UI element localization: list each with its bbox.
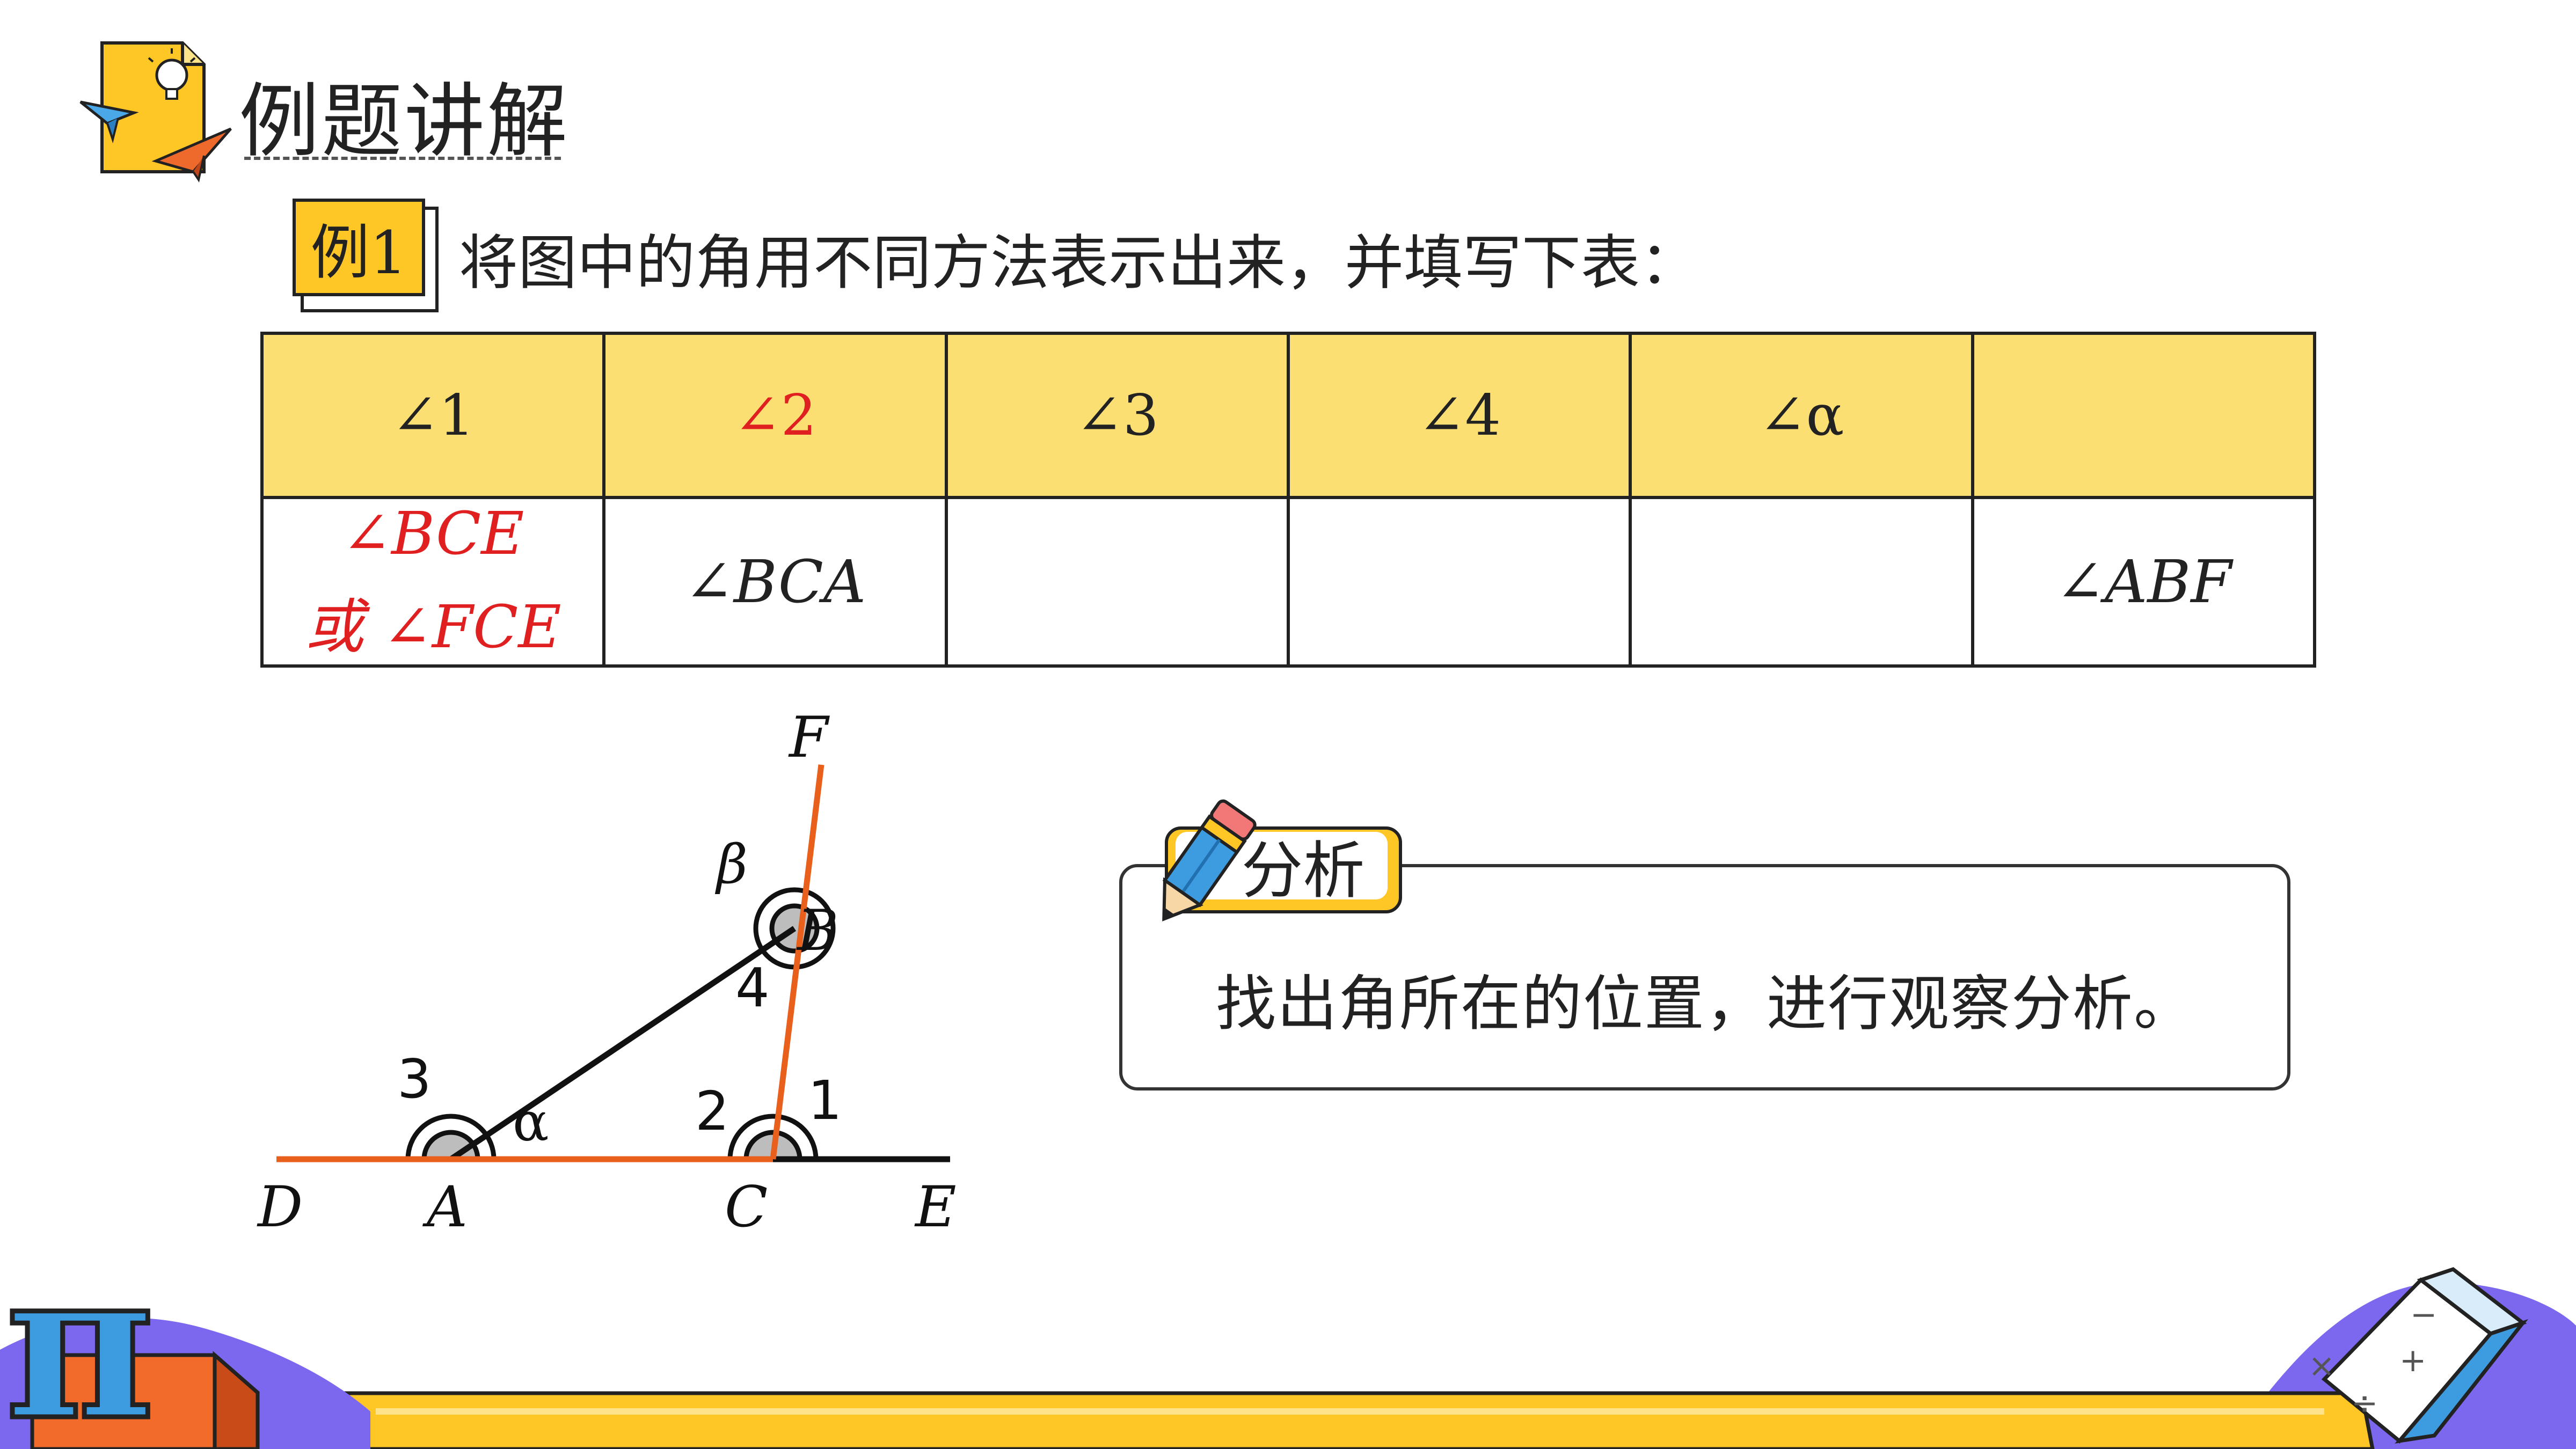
angle-arc-3 <box>405 1114 497 1160</box>
table-cell: ∠ABF <box>1971 496 2317 668</box>
page-title: 例题讲解 <box>239 75 570 169</box>
table-header-cell: ∠2 <box>602 332 948 499</box>
book-icon: − + × ÷ <box>2308 1267 2528 1444</box>
table-header-cell: ∠α <box>1629 332 1974 499</box>
pencil-icon <box>1162 799 1257 921</box>
table-header-row: ∠1 ∠2 ∠3 ∠4 ∠α <box>260 332 2317 499</box>
table-cell <box>1629 496 1974 668</box>
angle-label-alpha: α <box>513 1091 549 1153</box>
table-header-cell: ∠4 <box>1286 332 1632 499</box>
pi-symbol: π <box>5 1234 155 1449</box>
example-tag: 例1 <box>293 199 425 296</box>
point-label-d: D <box>257 1174 303 1240</box>
table-cell <box>944 496 1290 668</box>
point-label-b: B <box>796 898 838 963</box>
angle-label-beta: β <box>714 833 748 896</box>
point-label-a: A <box>422 1174 468 1240</box>
angle-arc-1 <box>727 1114 819 1160</box>
table-cell: ∠BCE 或 ∠FCE <box>260 496 606 668</box>
book-symbol: + <box>2399 1342 2426 1379</box>
book-symbol: ÷ <box>2351 1385 2378 1422</box>
angle-label-1: 1 <box>808 1069 842 1132</box>
angle-label-4: 4 <box>735 956 770 1019</box>
book-symbol: − <box>2410 1296 2437 1334</box>
line-cf-orange <box>770 764 824 1160</box>
table-header-cell <box>1971 332 2317 499</box>
table-cell-line: 或 ∠FCE <box>304 592 561 661</box>
point-label-c: C <box>725 1174 768 1240</box>
angle-label-2: 2 <box>695 1080 729 1143</box>
footer-decoration: − + × ÷ π <box>0 1234 2576 1449</box>
table-cell: ∠BCA <box>602 496 948 668</box>
point-label-f: F <box>788 705 830 770</box>
point-label-e: E <box>914 1174 957 1240</box>
angle-table: ∠1 ∠2 ∠3 ∠4 ∠α ∠BCE 或 ∠FCE ∠BCA ∠ABF <box>260 332 2317 668</box>
table-cell <box>1286 496 1632 668</box>
lightbulb-document-icon <box>79 41 232 182</box>
analysis-text: 找出角所在的位置，进行观察分析。 <box>1216 969 2195 1039</box>
title-underline <box>244 157 561 160</box>
example-prompt: 将图中的角用不同方法表示出来，并填写下表： <box>459 229 1699 297</box>
line-ab <box>449 926 797 1162</box>
book-symbol: × <box>2308 1347 2335 1385</box>
table-header-cell: ∠3 <box>944 332 1290 499</box>
table-row: ∠BCE 或 ∠FCE ∠BCA ∠ABF <box>260 496 2317 668</box>
geometry-diagram: D A C E B F 3 α 2 1 4 β <box>257 705 957 1240</box>
table-cell-line: ∠BCE <box>341 499 524 568</box>
table-header-cell: ∠1 <box>260 332 606 499</box>
angle-label-3: 3 <box>397 1048 432 1110</box>
